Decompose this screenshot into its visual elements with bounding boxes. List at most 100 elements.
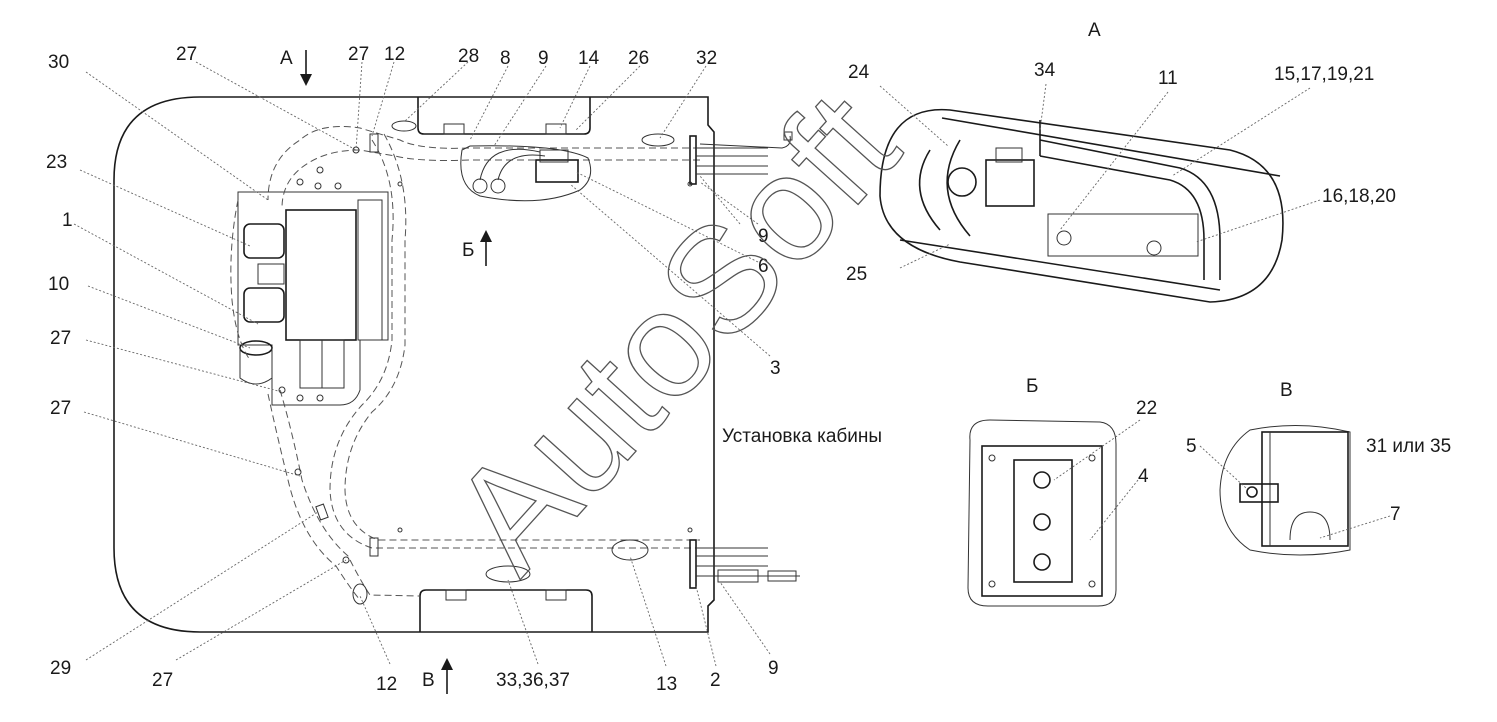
callout-1: 1 [62,210,73,231]
detail-a-bolt-right [1146,240,1162,256]
detail-a-leaders [879,83,1321,269]
callout-24: 24 [848,62,870,83]
relay-block [539,149,569,163]
detail-b-outline [967,419,1117,607]
wire-loop [479,148,541,181]
callout-12-bottom: 12 [376,674,397,695]
detail-a-bolt-left [1056,230,1072,246]
plate-bolts [296,166,693,533]
switch-block-outline [460,145,592,202]
hinge-top-right [545,123,567,135]
control-knob-3 [1033,553,1051,571]
hose-roll-body [239,348,273,385]
tube-bundle-bottom [689,539,800,589]
control-panel-inner [1013,459,1073,583]
view-arrow-a-label: А [280,48,293,69]
top-bracket [417,97,591,135]
detail-a-bracket [1047,213,1199,257]
callout-9-right: 9 [758,226,769,247]
detail-a-frame-bottom [899,239,1221,291]
callout-10: 10 [48,274,69,295]
view-arrow-v [441,658,453,694]
main-view: А Б В [46,44,882,695]
callout-9-top: 9 [538,48,549,69]
detail-a-title: А [1088,20,1101,41]
callout-30: 30 [48,52,69,73]
detail-a-hose-bundle-2 [1039,155,1205,280]
latch [1239,483,1279,503]
wire-loop-2 [497,154,546,181]
callout-29: 29 [50,658,71,679]
detail-b-leaders [1053,419,1141,541]
callout-13: 13 [656,674,677,695]
watermark: AutoSoft [419,61,929,601]
callout-7: 7 [1390,504,1401,525]
callout-6: 6 [758,256,769,277]
cover-plate [1261,431,1349,547]
latch-bolt [1246,486,1258,498]
callout-4: 4 [1138,466,1149,487]
hinge-bottom-left [445,589,467,601]
main-leader-lines [73,61,771,667]
callout-2: 2 [710,670,721,691]
detail-a: А 24 34 11 15,17,19,21 16,18,20 25 [846,20,1396,303]
callout-16-18-20: 16,18,20 [1322,186,1396,207]
heater-connector [257,263,285,285]
detail-a-hose-bundle [1039,139,1221,280]
detail-a-frame-top [941,117,1281,177]
hose-routing [230,126,700,601]
detail-v: В 5 31 или 35 7 [1186,380,1451,556]
detail-v-title: В [1280,380,1293,401]
hose-roll [239,340,273,356]
callout-27-top: 27 [348,44,369,65]
detail-a-hose-end [947,167,977,197]
plate-screw-bl [988,580,996,588]
plate-screw-tl [988,454,996,462]
detail-a-valve [985,159,1035,207]
callout-27-left-2: 27 [50,398,71,419]
callout-12-top: 12 [384,44,405,65]
callout-14: 14 [578,48,600,69]
control-knob-2 [1033,513,1051,531]
switch-block [535,159,579,183]
cab-floor-outline [113,96,715,633]
callout-34: 34 [1034,60,1056,81]
grommet-left [472,178,488,194]
heater-unit [285,209,357,341]
control-panel-plate [981,445,1103,597]
view-arrow-b [480,230,492,266]
callout-23: 23 [46,152,67,173]
hinge-bottom-right [545,589,567,601]
heater-motor-top [243,223,285,259]
view-arrow-a [300,50,312,86]
view-arrow-v-label: В [422,670,435,691]
callout-11: 11 [1158,68,1178,89]
callout-8: 8 [500,48,511,69]
detail-a-valve-top [995,147,1023,163]
tube-bundle-top [689,131,793,185]
heater-motor-bottom [243,287,285,323]
callout-27-top-left: 27 [176,44,197,65]
detail-v-leaders [1199,445,1391,539]
control-knob-1 [1033,471,1051,489]
bottom-bracket [419,589,593,632]
plate-screw-tr [1088,454,1096,462]
detail-b-title: Б [1026,376,1038,397]
callout-27-left-1: 27 [50,328,71,349]
callout-5: 5 [1186,436,1197,457]
detail-a-hose-arc-2 [946,139,971,237]
cover-cutout [1289,511,1331,541]
callout-32: 32 [696,48,717,69]
detail-a-outline [879,108,1284,303]
callout-9-bottom: 9 [768,658,779,679]
callout-28: 28 [458,46,479,67]
callout-31-or-35: 31 или 35 [1366,436,1451,457]
detail-v-outline [1219,424,1351,556]
hinge-top-left [443,123,465,135]
detail-b: Б 22 4 [967,376,1157,607]
grommet-right [490,178,506,194]
callout-27-bottom: 27 [152,670,173,691]
heater-side-plate [357,199,383,341]
callout-26: 26 [628,48,649,69]
